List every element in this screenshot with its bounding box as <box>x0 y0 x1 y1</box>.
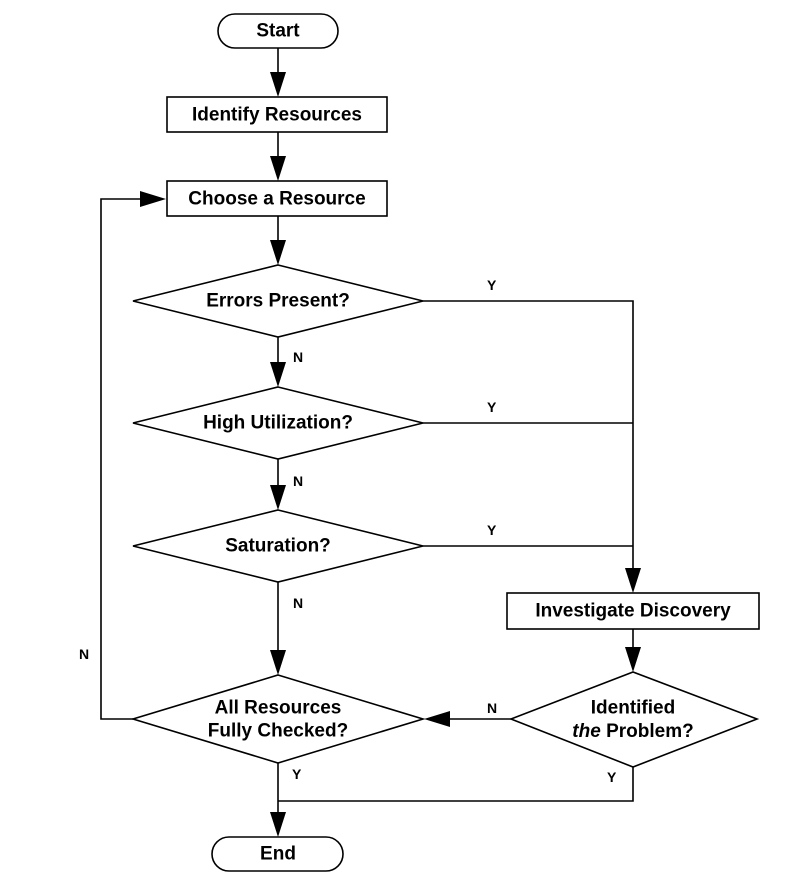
arrowhead-errors <box>270 240 286 265</box>
all-resources-label-line2: Fully Checked? <box>208 721 348 742</box>
arrowhead-identified <box>625 647 641 672</box>
arrowhead-end <box>270 812 286 837</box>
identify-resources-label: Identify Resources <box>192 105 362 126</box>
decision-identified-problem: Identified the Problem? <box>508 671 760 768</box>
node-identify-resources: Identify Resources <box>166 96 388 133</box>
decision-saturation: Saturation? <box>132 509 424 583</box>
arrowhead-identified-no <box>424 711 450 727</box>
saturation-label: Saturation? <box>225 536 331 557</box>
decision-all-resources-checked: All Resources Fully Checked? <box>130 674 426 764</box>
node-investigate-discovery: Investigate Discovery <box>506 592 760 630</box>
investigate-discovery-label: Investigate Discovery <box>535 601 731 622</box>
edge-labels: Y N Y N Y N N N Y Y <box>79 277 617 785</box>
errors-present-label: Errors Present? <box>206 291 350 312</box>
edge-allchecked-no <box>100 198 140 720</box>
arrowhead-investigate <box>625 568 641 593</box>
saturation-yes-label: Y <box>487 522 497 538</box>
arrowhead-utilization <box>270 362 286 387</box>
identified-label-emphasis: the <box>572 721 601 742</box>
decision-errors-present: Errors Present? <box>132 264 424 338</box>
node-choose-resource: Choose a Resource <box>166 180 388 217</box>
all-resources-label-line1: All Resources <box>215 698 342 719</box>
node-start: Start <box>217 13 339 49</box>
identified-yes-label: Y <box>607 769 617 785</box>
connectors <box>100 48 641 837</box>
high-utilization-label: High Utilization? <box>203 413 353 434</box>
identified-no-label: N <box>487 700 497 716</box>
arrowhead-identify <box>270 72 286 97</box>
decision-high-utilization: High Utilization? <box>132 386 424 460</box>
errors-yes-label: Y <box>487 277 497 293</box>
allchecked-no-label: N <box>79 646 89 662</box>
arrowhead-saturation <box>270 485 286 510</box>
identified-label-line1: Identified <box>591 698 675 719</box>
edge-errors-yes <box>423 300 634 568</box>
saturation-no-label: N <box>293 595 303 611</box>
edge-identified-yes <box>278 767 634 802</box>
utilization-no-label: N <box>293 473 303 489</box>
arrowhead-loop-choose <box>140 191 166 207</box>
node-end: End <box>211 836 344 872</box>
arrowhead-allchecked <box>270 650 286 675</box>
identified-label-line2: the Problem? <box>572 721 693 742</box>
choose-resource-label: Choose a Resource <box>188 189 365 210</box>
allchecked-yes-label: Y <box>292 766 302 782</box>
end-label: End <box>260 844 296 865</box>
start-label: Start <box>256 21 300 42</box>
utilization-yes-label: Y <box>487 399 497 415</box>
arrowhead-choose <box>270 156 286 181</box>
identified-label-rest: Problem? <box>601 721 694 742</box>
errors-no-label: N <box>293 349 303 365</box>
